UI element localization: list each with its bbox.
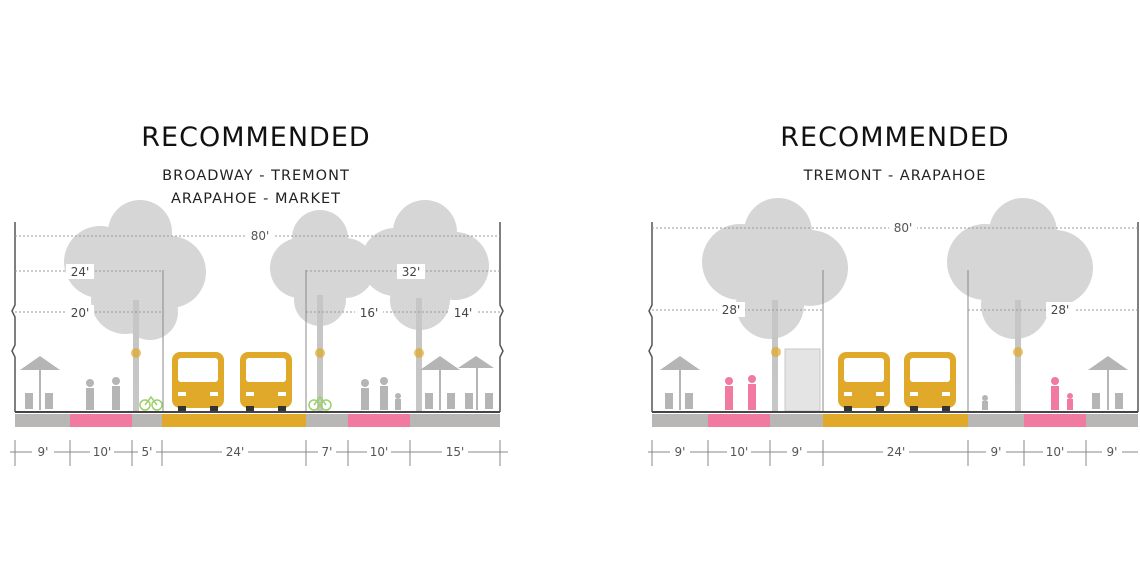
- cafe-seating-left: [660, 356, 700, 410]
- canopy-labels: 24' 20' 16' 32' 14': [66, 264, 477, 320]
- bus-icon: [904, 352, 956, 412]
- subtitle-line-2: ARAPAHOE - MARKET: [170, 191, 342, 207]
- pedestrian-zone: [1024, 414, 1086, 427]
- cafe-seating-left: [20, 356, 120, 410]
- dimension-line: [10, 440, 508, 466]
- section-title: RECOMMENDED: [780, 122, 1010, 153]
- zone-strip: [652, 414, 1138, 427]
- bus-icon: [838, 352, 890, 412]
- dimension-label: 9': [1107, 445, 1118, 459]
- sidewalk-zone: [652, 414, 708, 427]
- sidewalk-zone: [968, 414, 1024, 427]
- pedestrian-zone: [348, 414, 410, 427]
- subtitle-line-1: BROADWAY - TREMONT: [162, 168, 350, 184]
- lamp-icon: [131, 348, 141, 358]
- dimension-label: 10': [730, 445, 749, 459]
- transit-zone: [823, 414, 968, 427]
- dimension-label: 7': [322, 445, 333, 459]
- dimension-label: 9': [792, 445, 803, 459]
- canopy-height-label: 20': [71, 306, 90, 320]
- pedestrian-zone: [708, 414, 770, 427]
- tree-icon: [64, 200, 206, 412]
- dimension-labels: 9' 10' 9' 24' 9' 10' 9': [670, 444, 1122, 459]
- subtitle-line-1: TREMONT - ARAPAHOE: [803, 168, 987, 184]
- sidewalk-zone: [1086, 414, 1138, 427]
- lamp-icon: [414, 348, 424, 358]
- canopy-height-label: 24': [71, 265, 90, 279]
- cafe-seating-right: [982, 356, 1128, 410]
- sidewalk-zone: [410, 414, 500, 427]
- dimension-label: 5': [142, 445, 153, 459]
- sidewalk-zone: [306, 414, 348, 427]
- tree-icon: [702, 198, 848, 412]
- sidewalk-zone: [132, 414, 162, 427]
- dimension-label: 9': [675, 445, 686, 459]
- transit-zone: [162, 414, 306, 427]
- sidewalk-zone: [15, 414, 70, 427]
- canopy-labels: 28' 28': [717, 302, 1074, 317]
- dimension-label: 10': [370, 445, 389, 459]
- sidewalk-zone: [770, 414, 823, 427]
- pedestrians: [725, 375, 1073, 410]
- lamp-icon: [1013, 347, 1023, 357]
- lamp-icon: [315, 348, 325, 358]
- dimension-label: 9': [38, 445, 49, 459]
- section-title: RECOMMENDED: [141, 122, 371, 153]
- street-cross-section: 80' 28' 28': [648, 198, 1139, 466]
- dimension-label: 10': [1046, 445, 1065, 459]
- bus-icon: [172, 352, 224, 412]
- street-cross-section: 80' 24' 20' 16' 32' 14': [10, 200, 508, 466]
- overall-width-label: 80': [894, 221, 913, 235]
- building-walls: [11, 222, 504, 412]
- bus-icon: [240, 352, 292, 412]
- dimension-label: 15': [446, 445, 465, 459]
- canopy-height-label: 14': [454, 306, 473, 320]
- tree-icon: [947, 198, 1093, 412]
- section-broadway-market: RECOMMENDED BROADWAY - TREMONT ARAPAHOE …: [0, 0, 560, 580]
- dimension-label: 9': [991, 445, 1002, 459]
- dimension-label: 10': [93, 445, 112, 459]
- section-subtitle: BROADWAY - TREMONT ARAPAHOE - MARKET: [0, 165, 516, 211]
- bike-icon: [308, 395, 332, 411]
- tree-canopies: [702, 198, 1093, 412]
- section-subtitle: TREMONT - ARAPAHOE: [630, 165, 1140, 188]
- transit-shelter: [784, 348, 821, 412]
- dimension-labels: 9' 10' 5' 24' 7' 10' 15': [32, 444, 468, 459]
- canopy-height-label: 28': [722, 303, 741, 317]
- canopy-height-label: 16': [360, 306, 379, 320]
- section-tremont-arapahoe: RECOMMENDED TREMONT - ARAPAHOE: [630, 0, 1140, 580]
- bike-icon: [139, 395, 163, 411]
- building-walls: [648, 222, 1139, 412]
- overall-width-label: 80': [251, 229, 270, 243]
- canopy-height-label: 32': [402, 265, 421, 279]
- lamp-icon: [771, 347, 781, 357]
- dimension-label: 24': [226, 445, 245, 459]
- zone-strip: [15, 414, 500, 427]
- canopy-height-label: 28': [1051, 303, 1070, 317]
- cafe-seating-right: [361, 356, 494, 410]
- pedestrian-zone: [70, 414, 132, 427]
- dimension-label: 24': [887, 445, 906, 459]
